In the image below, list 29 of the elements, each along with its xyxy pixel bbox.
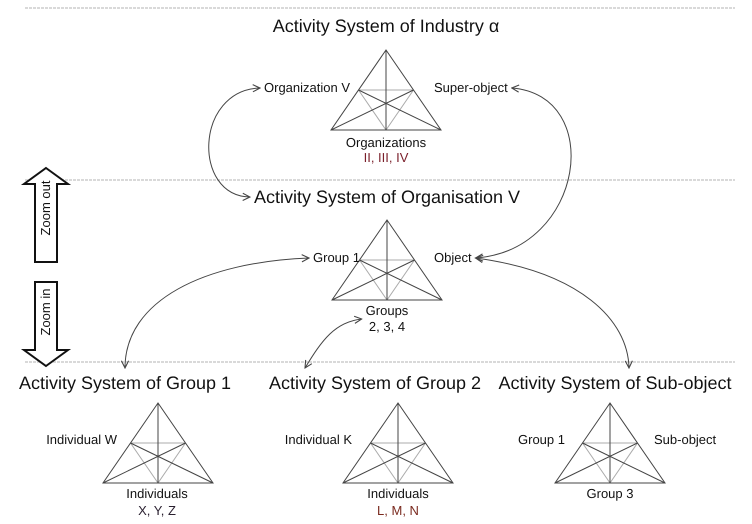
system-title: Activity System of Industry α [272, 15, 500, 37]
element-label: II, III, IV [364, 150, 408, 166]
curved-arrow [304, 316, 362, 369]
element-label: Organization V [264, 80, 350, 96]
zoom-label: Zoom in [38, 288, 54, 336]
element-label: Individual W [46, 432, 117, 448]
element-label: Group 1 [313, 250, 360, 266]
curved-arrow [475, 86, 572, 261]
element-label: Group 1 [518, 432, 565, 448]
element-label: Sub-object [654, 432, 716, 448]
curved-arrow [475, 255, 632, 369]
element-label: Super-object [434, 80, 508, 96]
element-label: Group 3 [586, 486, 634, 502]
system-title: Activity System of Group 2 [268, 372, 482, 394]
element-label: 2, 3, 4 [368, 319, 406, 335]
curved-arrow [122, 254, 310, 369]
zoom-label: Zoom out [38, 180, 54, 236]
element-label: Individuals [126, 486, 188, 502]
curved-arrow [208, 85, 261, 200]
element-label: X, Y, Z [138, 503, 176, 519]
element-label: Individual K [284, 432, 352, 448]
element-label: Individuals [367, 486, 429, 502]
system-title: Activity System of Organisation V [254, 186, 520, 208]
system-title: Activity System of Sub-object [498, 372, 732, 394]
element-label: L, M, N [377, 503, 419, 519]
system-title: Activity System of Group 1 [18, 372, 232, 394]
element-label: Organizations [346, 135, 426, 151]
element-label: Object [434, 250, 472, 266]
element-label: Groups [366, 303, 408, 319]
